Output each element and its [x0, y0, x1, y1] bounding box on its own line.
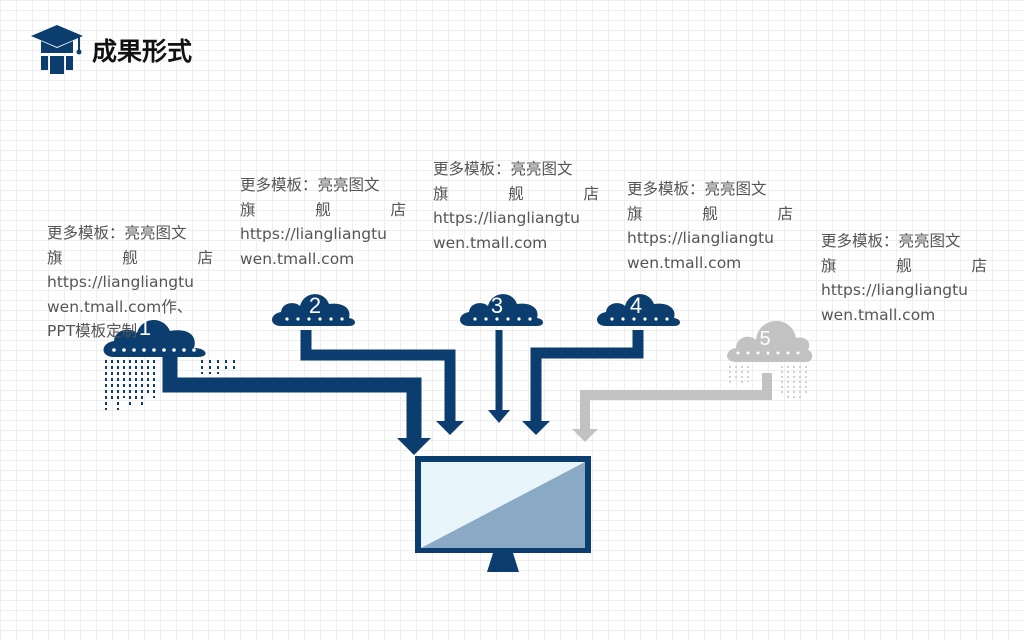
page-title: 成果形式 [92, 37, 193, 66]
monitor-icon [415, 456, 591, 572]
text-block-5: 更多模板：亮亮图文 旗舰店 https://liangliangtu wen.t… [821, 232, 987, 324]
text-block-3: 更多模板：亮亮图文 旗舰店 https://liangliangtu wen.t… [433, 160, 599, 252]
arrow-5 [572, 373, 772, 442]
graduation-cap-icon [31, 25, 83, 74]
cloud-4-icon [597, 294, 680, 326]
text-block-4: 更多模板：亮亮图文 旗舰店 https://liangliangtu wen.t… [627, 180, 793, 272]
cloud-3-icon [460, 294, 543, 326]
cloud-1-icon [103, 319, 235, 410]
cloud-5-number: 5 [759, 328, 770, 350]
cloud-1-number: 1 [139, 315, 151, 340]
text-block-2: 更多模板：亮亮图文 旗舰店 https://liangliangtu wen.t… [240, 176, 406, 268]
cloud-3-number: 3 [491, 293, 503, 318]
cloud-4-number: 4 [630, 293, 642, 318]
arrow-1 [162, 357, 431, 455]
cloud-2-icon [272, 294, 355, 326]
arrow-4 [522, 330, 644, 435]
cloud-5-icon [727, 320, 813, 400]
arrow-2 [300, 330, 464, 435]
arrow-3 [488, 330, 510, 423]
cloud-2-number: 2 [309, 293, 321, 318]
text-block-1: 更多模板：亮亮图文 旗舰店 https://liangliangtu wen.t… [47, 224, 213, 340]
